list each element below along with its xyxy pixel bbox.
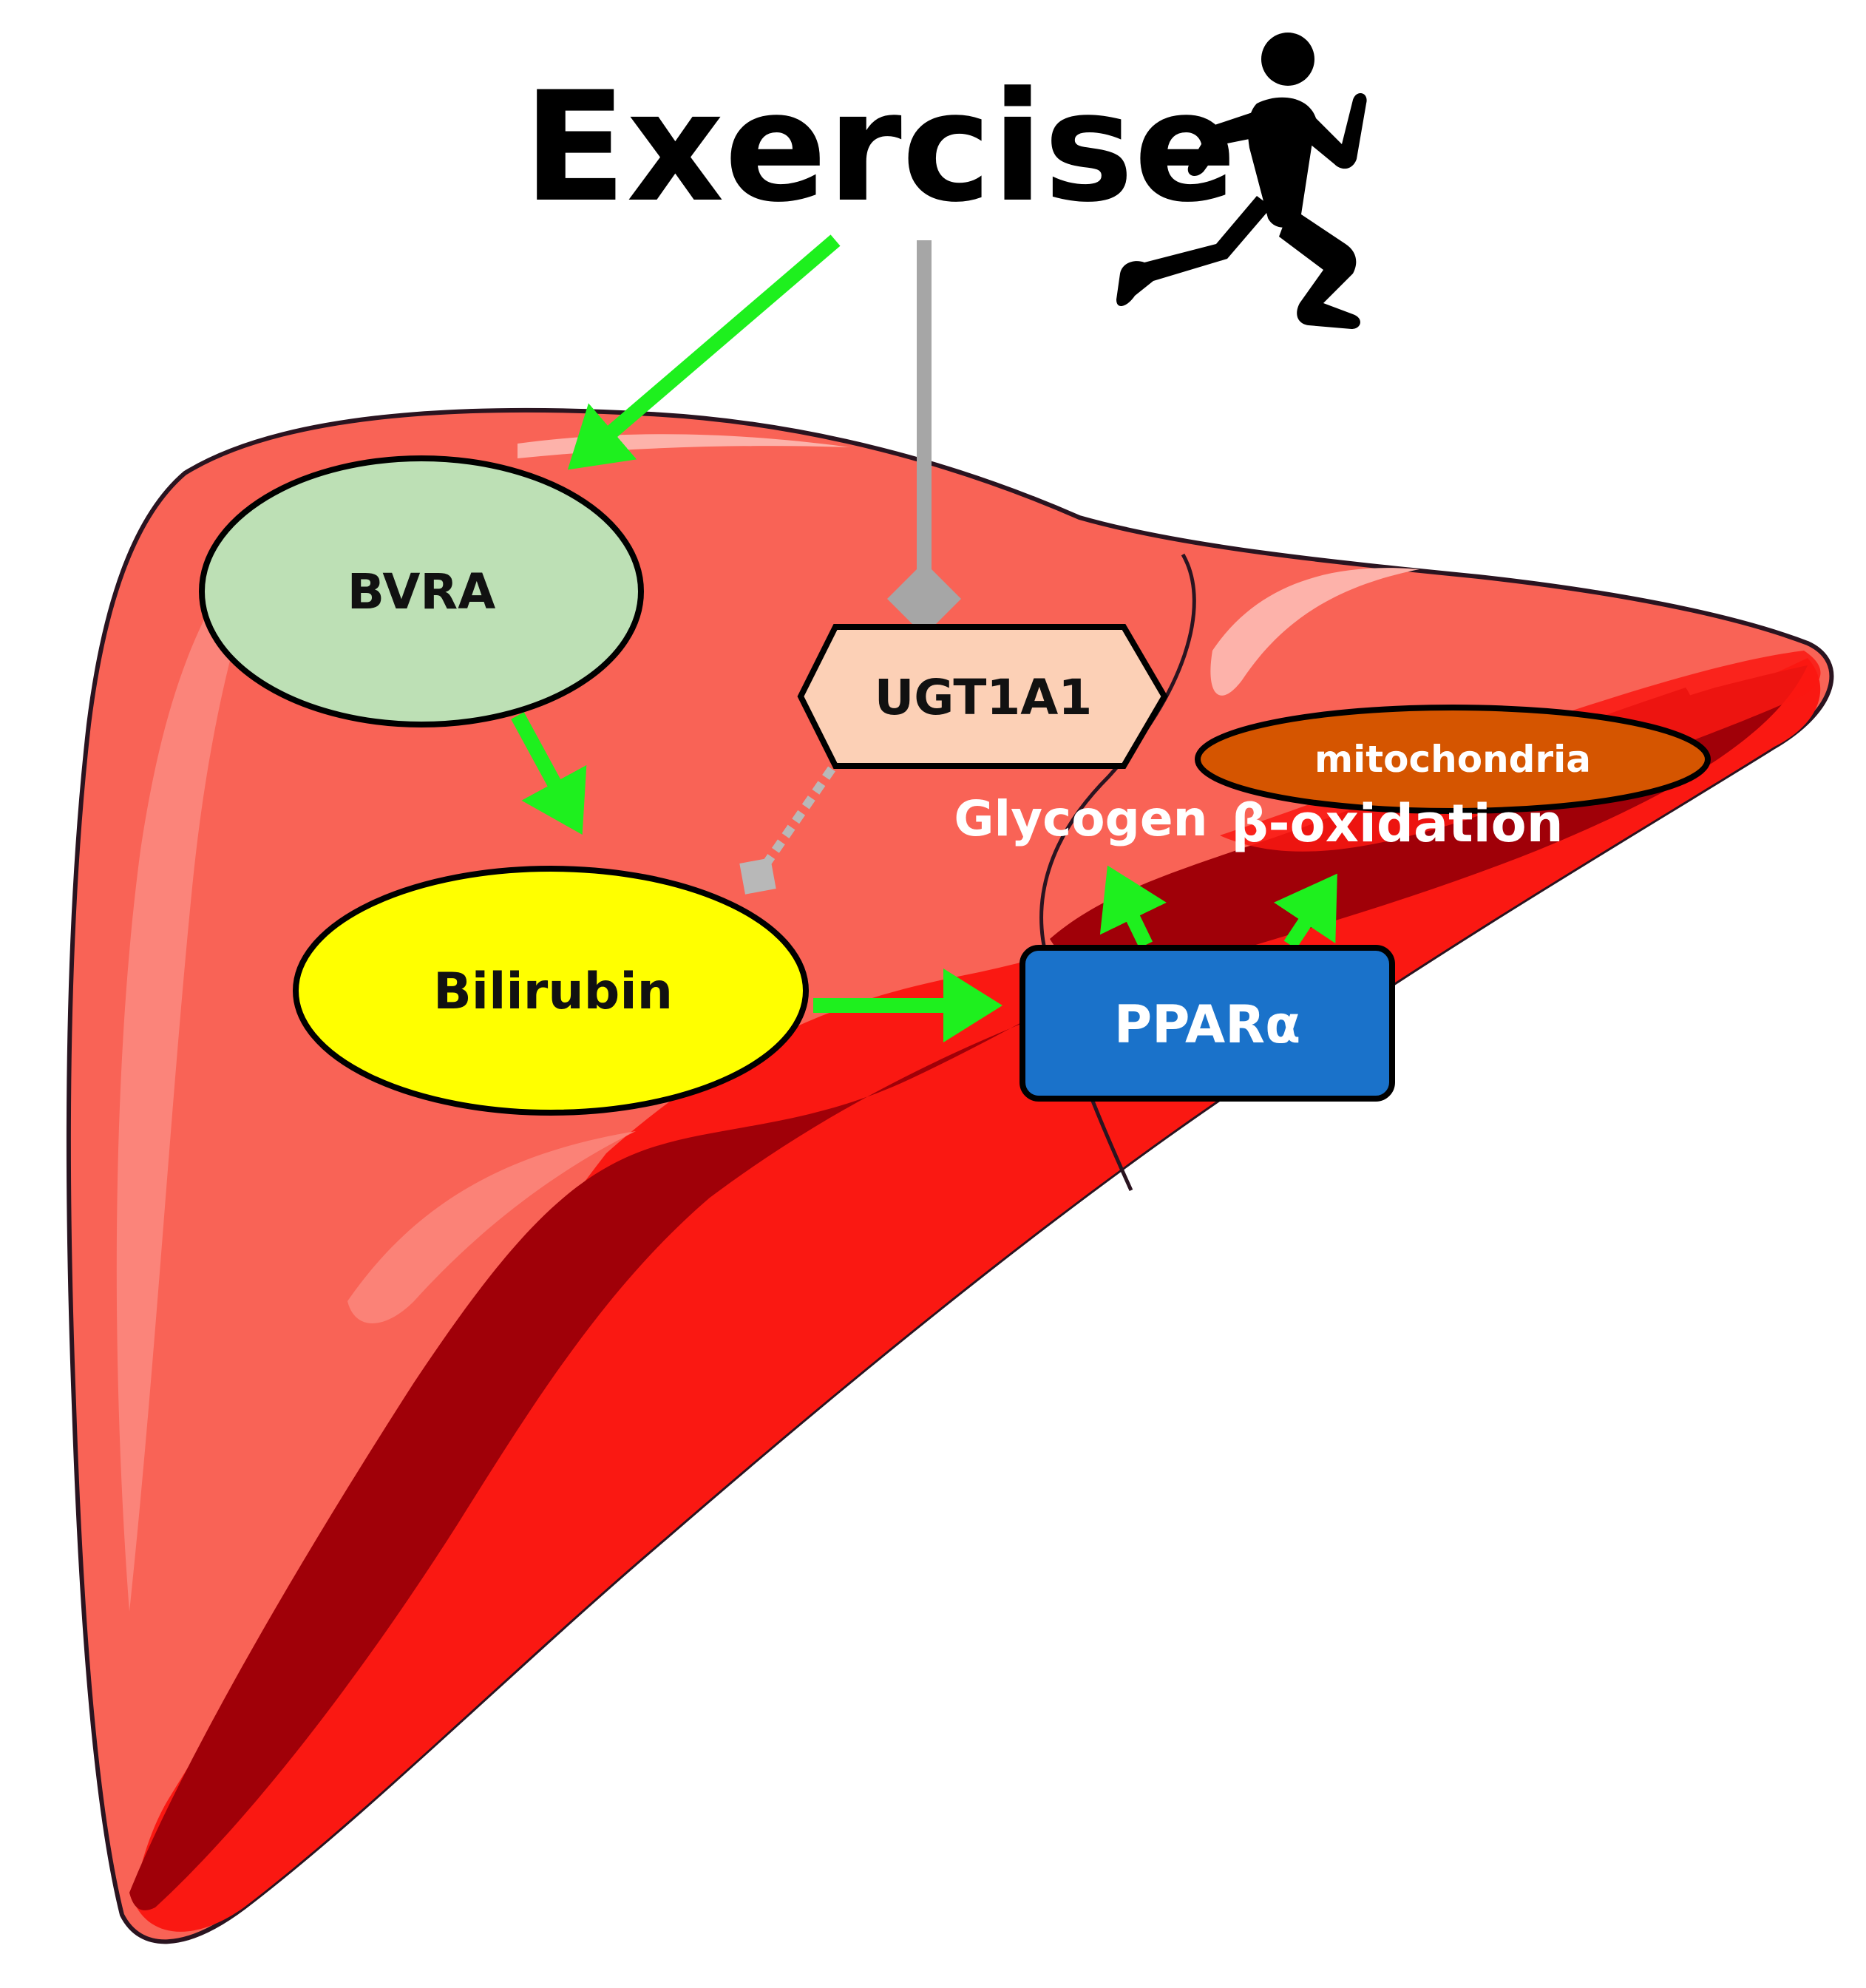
- liver-highlight-left: [116, 510, 281, 1612]
- node-ugt1a1-label: UGT1A1: [875, 669, 1093, 726]
- node-bilirubin: Bilirubin: [293, 866, 809, 1116]
- node-ppara-label: PPARα: [1114, 994, 1300, 1055]
- label-beta-oxidation: β-oxidation: [1231, 793, 1563, 854]
- arrows: [511, 234, 1337, 1042]
- liver-highlight-right: [1210, 568, 1419, 696]
- node-ppara: PPARα: [1019, 945, 1395, 1102]
- node-mitochondria: mitochondria: [1195, 705, 1711, 814]
- label-glycogen: Glycogen: [954, 790, 1207, 847]
- arrow-bvra-to-bilirubin: [511, 712, 587, 835]
- running-person-icon: [1116, 33, 1367, 329]
- diagram-title: Exercise: [523, 60, 1236, 236]
- liver-underside-bright: [133, 658, 1821, 1932]
- node-bvra-label: BVRA: [347, 563, 496, 620]
- node-bilirubin-label: Bilirubin: [433, 963, 673, 1021]
- node-bvra: BVRA: [199, 455, 644, 727]
- arrow-exercise-to-bvra: [567, 234, 841, 470]
- liver-highlight-lower: [347, 1131, 636, 1323]
- node-ugt1a1: UGT1A1: [797, 624, 1168, 769]
- arrow-ppara-to-beta-oxidation: [1273, 873, 1337, 949]
- node-mitochondria-label: mitochondria: [1314, 738, 1591, 781]
- arrow-ppara-to-glycogen: [1099, 865, 1167, 949]
- arrow-ugt1a1-to-bilirubin: [739, 766, 835, 895]
